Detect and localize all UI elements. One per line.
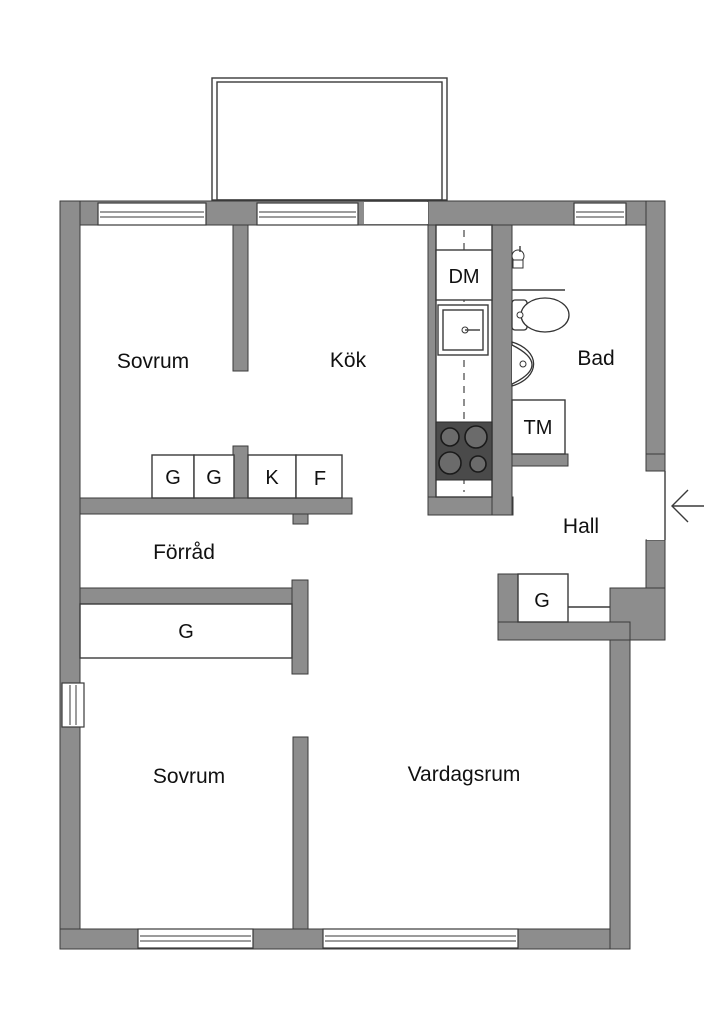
kitchen-counter bbox=[435, 224, 493, 498]
label-closet-f: F bbox=[314, 468, 326, 490]
toilet-icon bbox=[511, 297, 570, 333]
windows bbox=[61, 202, 627, 949]
closet-f bbox=[295, 454, 343, 499]
balcony bbox=[211, 77, 448, 201]
room-label-vardagsrum: Vardagsrum bbox=[408, 763, 521, 786]
shower-head-icon bbox=[511, 246, 525, 269]
label-washing-machine: TM bbox=[524, 417, 553, 439]
dishwasher bbox=[435, 249, 493, 301]
closets bbox=[79, 454, 610, 659]
wall-sovrum-vardagsrum bbox=[292, 736, 309, 930]
room-label-hall: Hall bbox=[563, 515, 599, 538]
closet-g2 bbox=[193, 454, 235, 499]
label-dishwasher: DM bbox=[448, 266, 479, 288]
storage-closet bbox=[79, 603, 293, 659]
window-top-sovrum bbox=[97, 202, 207, 226]
window-top-kok bbox=[256, 202, 359, 226]
label-hall-closet: G bbox=[534, 590, 550, 612]
room-label-bad: Bad bbox=[577, 347, 614, 370]
wall-forrad-top bbox=[79, 497, 353, 515]
room-label-forrad: Förråd bbox=[153, 541, 215, 564]
bathroom-sink-icon bbox=[511, 341, 535, 387]
label-storage-closet: G bbox=[178, 621, 194, 643]
wall-top-right bbox=[427, 200, 666, 226]
hall-closet bbox=[517, 573, 569, 623]
wall-left bbox=[59, 200, 81, 950]
label-closet-g1: G bbox=[165, 467, 181, 489]
wall-bad-left bbox=[491, 224, 513, 516]
window-bottom-vardagsrum bbox=[322, 928, 519, 949]
arrow-left-icon bbox=[671, 489, 704, 523]
label-closet-g2: G bbox=[206, 467, 222, 489]
room-label-kok: Kök bbox=[330, 349, 367, 372]
window-left bbox=[61, 682, 85, 728]
wall-forrad-bottom bbox=[79, 587, 309, 605]
wall-closet-right bbox=[291, 579, 309, 675]
room-label-sovrum-bottom: Sovrum bbox=[153, 765, 225, 788]
entrance-opening bbox=[647, 471, 665, 540]
interior-walls bbox=[79, 224, 666, 930]
washing-machine bbox=[511, 399, 566, 455]
wall-right-upper bbox=[645, 200, 666, 472]
wall-right-lower bbox=[609, 639, 631, 950]
closet-g1 bbox=[151, 454, 195, 499]
window-bottom-sovrum bbox=[137, 928, 254, 949]
room-label-sovrum-top: Sovrum bbox=[117, 350, 189, 373]
label-closet-k: K bbox=[265, 467, 279, 489]
outer-walls bbox=[59, 200, 666, 950]
balcony-door-opening bbox=[364, 202, 428, 224]
bathroom-fixtures bbox=[511, 246, 570, 455]
wall-sovrum-kok bbox=[232, 224, 249, 372]
closet-k bbox=[247, 454, 297, 499]
window-top-bad bbox=[573, 202, 627, 226]
